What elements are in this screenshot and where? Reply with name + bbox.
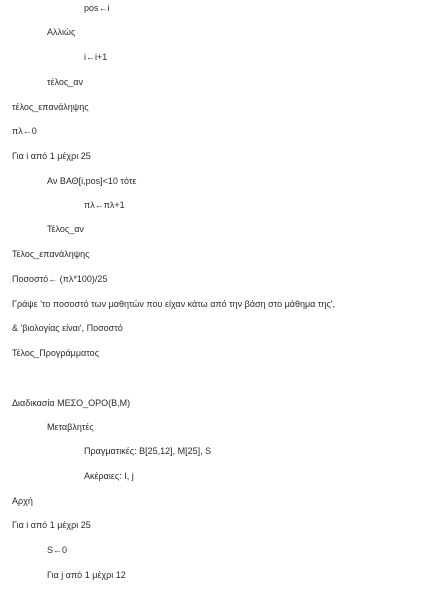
- code-line: πλ←0: [12, 126, 37, 136]
- code-line: Τέλος_επανάληψης: [12, 249, 90, 259]
- code-line: τέλος_αν: [47, 77, 83, 87]
- code-line: Διαδικασία ΜΕΣΟ_ΟΡΟ(Β,Μ): [12, 398, 131, 408]
- code-line: Τέλος_αν: [47, 224, 84, 234]
- code-line: i←i+1: [84, 52, 108, 62]
- code-line: Πραγματικές: Β[25,12], Μ[25], S: [84, 446, 212, 456]
- code-line: τέλος_επανάληψης: [12, 102, 89, 112]
- code-line: pos←i: [84, 3, 110, 13]
- code-line: Ακέραιες: I, j: [84, 471, 134, 481]
- code-line: Για j από 1 μέχρι 12: [47, 570, 126, 580]
- code-line: Γράψε 'το ποσοστό των μαθητών που είχαν …: [12, 299, 336, 309]
- code-line: Αν ΒΑΘ[i,pos]<10 τότε: [47, 176, 137, 186]
- code-line: & 'βιολογίας είναι', Ποσοστό: [12, 323, 123, 333]
- code-line: Αλλιώς: [47, 27, 76, 37]
- code-line: Ποσοστό← (πλ*100)/25: [12, 274, 108, 284]
- code-line: Για i από 1 μέχρι 25: [12, 520, 91, 530]
- code-line: Τέλος_Προγράμματος: [12, 348, 100, 358]
- code-line: Αρχή: [12, 496, 33, 506]
- code-line: Μεταβλητές: [47, 422, 94, 432]
- code-line: Για i από 1 μέχρι 25: [12, 151, 91, 161]
- code-line: πλ←πλ+1: [84, 200, 125, 210]
- code-line: S←0: [47, 545, 68, 555]
